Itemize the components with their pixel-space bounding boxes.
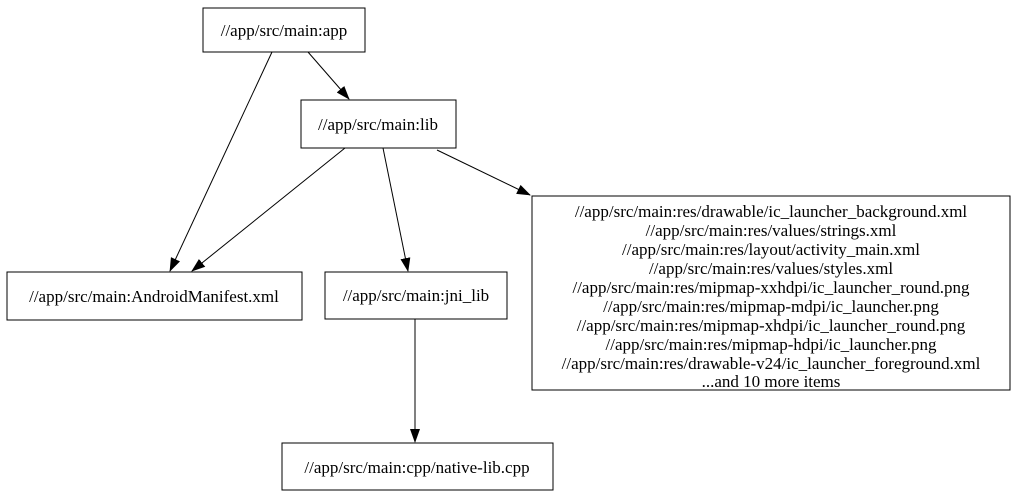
node-android-manifest: //app/src/main:AndroidManifest.xml bbox=[6, 271, 303, 321]
node-lib: //app/src/main:lib bbox=[300, 99, 457, 149]
node-res-group-line: //app/src/main:res/values/styles.xml bbox=[649, 259, 893, 278]
node-lib-label: //app/src/main:lib bbox=[318, 115, 438, 134]
node-res-group-line: //app/src/main:res/drawable/ic_launcher_… bbox=[575, 202, 968, 221]
node-android-manifest-label: //app/src/main:AndroidManifest.xml bbox=[29, 287, 279, 306]
node-res-group-line: //app/src/main:res/mipmap-mdpi/ic_launch… bbox=[603, 297, 939, 316]
node-lib-box bbox=[300, 99, 457, 149]
node-cpp-native-lib: //app/src/main:cpp/native-lib.cpp bbox=[281, 442, 554, 491]
node-res-group-line: //app/src/main:res/drawable-v24/ic_launc… bbox=[562, 354, 981, 373]
node-res-group-line: //app/src/main:res/mipmap-hdpi/ic_launch… bbox=[606, 335, 937, 354]
node-res-group: //app/src/main:res/drawable/ic_launcher_… bbox=[531, 195, 1011, 391]
edge-app-to-manifest bbox=[169, 51, 273, 272]
node-jni-lib-label: //app/src/main:jni_lib bbox=[343, 286, 489, 305]
node-android-manifest-box bbox=[6, 271, 303, 321]
node-cpp-native-lib-box bbox=[281, 442, 554, 491]
node-cpp-native-lib-label: //app/src/main:cpp/native-lib.cpp bbox=[304, 458, 529, 477]
node-res-group-line: //app/src/main:res/mipmap-xxhdpi/ic_laun… bbox=[572, 278, 970, 297]
node-res-group-line: //app/src/main:res/values/strings.xml bbox=[646, 221, 897, 240]
edge-lib-to-res-group bbox=[436, 149, 531, 196]
edge-lib-to-manifest bbox=[191, 147, 346, 272]
node-res-group-line: ...and 10 more items bbox=[702, 372, 841, 391]
node-res-group-box bbox=[531, 195, 1011, 391]
node-jni-lib: //app/src/main:jni_lib bbox=[324, 271, 508, 320]
edge-app-to-lib bbox=[307, 51, 350, 100]
node-app: //app/src/main:app bbox=[202, 7, 366, 53]
edges-layer bbox=[169, 51, 531, 443]
edge-lib-to-jni-lib bbox=[382, 147, 411, 272]
node-app-box bbox=[202, 7, 366, 53]
node-res-group-line: //app/src/main:res/layout/activity_main.… bbox=[622, 240, 920, 259]
node-jni-lib-box bbox=[324, 271, 508, 320]
node-app-label: //app/src/main:app bbox=[221, 21, 348, 40]
node-res-group-line: //app/src/main:res/mipmap-xhdpi/ic_launc… bbox=[577, 316, 966, 335]
